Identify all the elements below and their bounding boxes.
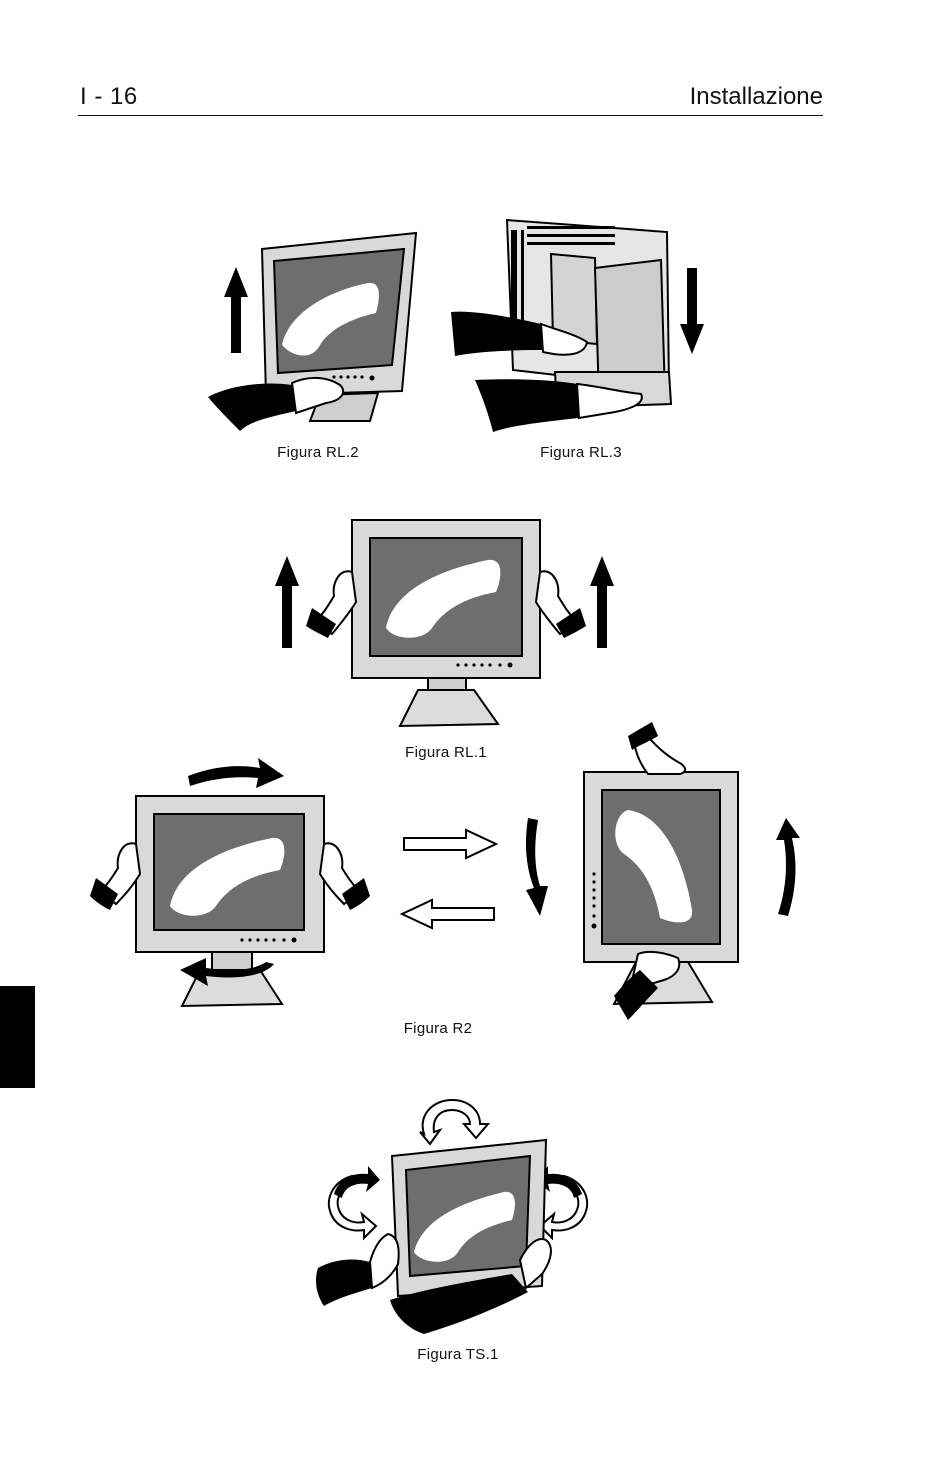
sleeve-upper bbox=[451, 311, 543, 356]
swivel-left-black-arrow bbox=[334, 1166, 380, 1198]
figure-rl2-illustration bbox=[208, 231, 418, 431]
figure-rl1-caption: Figura RL.1 bbox=[405, 744, 487, 761]
figure-rl1-illustration bbox=[275, 519, 614, 728]
screen-logo-shape bbox=[414, 1191, 515, 1262]
figure-rl2-caption: Figura RL.2 bbox=[277, 444, 359, 461]
screen-logo-shape bbox=[615, 810, 693, 923]
control-buttons bbox=[591, 872, 597, 929]
screen-logo-shape bbox=[282, 282, 379, 356]
sleeve-lower bbox=[475, 379, 579, 432]
tilt-top-arrow-icon bbox=[419, 1098, 491, 1146]
hand-left bbox=[290, 377, 345, 415]
down-arrow-icon bbox=[680, 268, 704, 354]
page-number: I - 16 bbox=[80, 83, 138, 110]
sleeve-right bbox=[390, 1274, 528, 1334]
cuff-left bbox=[306, 608, 336, 638]
header-rule bbox=[78, 115, 823, 116]
control-buttons bbox=[456, 662, 513, 668]
sleeve-left bbox=[208, 383, 296, 431]
figure-r2-illustration bbox=[90, 722, 800, 1020]
control-buttons bbox=[332, 375, 375, 381]
hand-top bbox=[632, 730, 686, 775]
hand-right bbox=[518, 1238, 552, 1290]
figure-r2-caption: Figura R2 bbox=[403, 1020, 473, 1037]
figure-ts1-illustration bbox=[316, 1098, 589, 1334]
cuff-top bbox=[628, 722, 658, 750]
cuff-right bbox=[342, 878, 370, 910]
rotate-down-arrow-icon bbox=[526, 818, 548, 916]
sleeve-bottom bbox=[614, 970, 658, 1020]
hand-upper bbox=[539, 322, 589, 356]
swivel-arrow-icon bbox=[180, 958, 274, 986]
left-outline-arrow-icon bbox=[399, 898, 495, 930]
figure-rl3-illustration bbox=[451, 218, 704, 432]
control-buttons bbox=[240, 937, 297, 943]
section-tab-marker bbox=[0, 986, 35, 1088]
vent-grille bbox=[511, 226, 615, 350]
figure-rl3-caption: Figura RL.3 bbox=[540, 444, 622, 461]
up-arrow-right-icon bbox=[590, 556, 614, 648]
up-arrow-left-icon bbox=[275, 556, 299, 648]
rotate-clockwise-arrow-icon bbox=[188, 758, 284, 788]
cuff-right bbox=[556, 608, 586, 638]
rotate-up-arrow-icon bbox=[776, 818, 800, 916]
sleeve-left bbox=[316, 1259, 372, 1306]
figure-ts1-caption: Figura TS.1 bbox=[417, 1346, 499, 1363]
hand-left bbox=[368, 1232, 400, 1290]
cuff-left bbox=[90, 878, 118, 910]
swivel-right-black-arrow bbox=[536, 1166, 582, 1198]
stand-base bbox=[398, 689, 500, 728]
screen-logo-shape bbox=[386, 559, 501, 638]
up-arrow-icon bbox=[224, 267, 248, 353]
screen-logo-shape bbox=[170, 837, 285, 916]
section-title: Installazione bbox=[689, 83, 823, 110]
right-outline-arrow-icon bbox=[403, 828, 499, 860]
hand-lower bbox=[575, 382, 643, 420]
